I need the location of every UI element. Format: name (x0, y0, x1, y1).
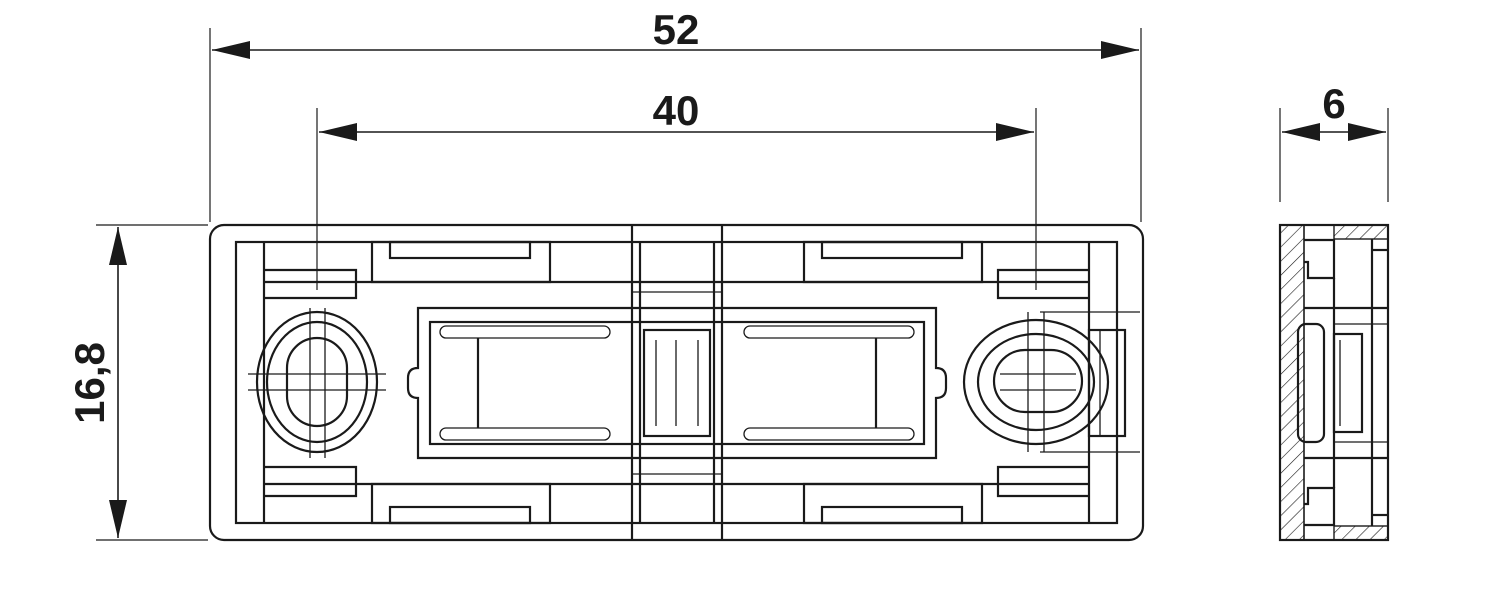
side-view (1278, 223, 1390, 542)
center-window-outline (406, 306, 948, 460)
dimension-label-52: 52 (653, 6, 700, 53)
housing-outline (208, 223, 1145, 542)
left-mounting-hole (248, 308, 386, 458)
dimension-hole-spacing: 40 (316, 87, 1037, 290)
dimension-label-40: 40 (653, 87, 700, 134)
dimension-thickness: 6 (1279, 80, 1389, 202)
dimension-overall-length: 52 (209, 6, 1142, 222)
front-view (208, 223, 1145, 542)
dimension-height: 16,8 (66, 224, 208, 541)
right-mounting-hole (962, 312, 1110, 452)
inner-frame (234, 240, 1119, 525)
dimension-label-6: 6 (1322, 80, 1345, 127)
dimension-label-16-8: 16,8 (66, 342, 113, 424)
